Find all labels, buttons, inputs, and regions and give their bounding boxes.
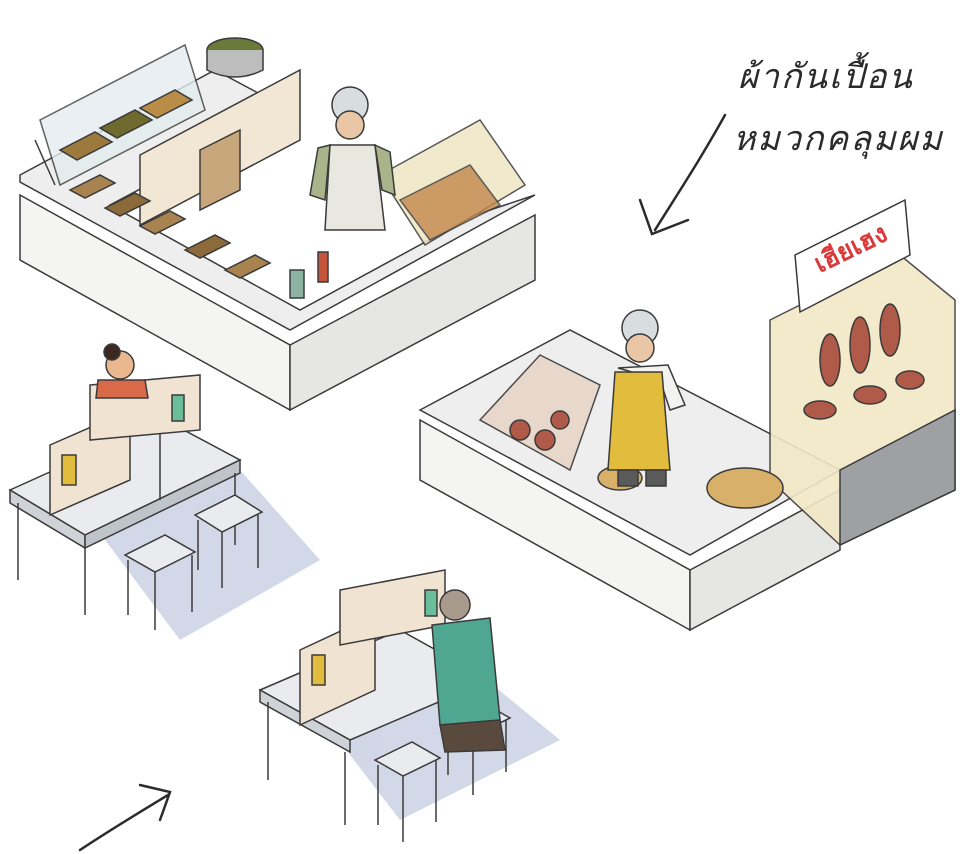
cutting-board	[706, 467, 784, 509]
stool-1a	[123, 534, 197, 573]
meat-vendor	[607, 309, 687, 487]
stool-1b	[193, 494, 264, 533]
meat-vendor-apron	[607, 371, 671, 471]
diner-man	[431, 589, 506, 753]
meat-stall-sign	[794, 198, 911, 314]
diner-man-shirt	[431, 617, 501, 726]
meat-counter-right	[689, 488, 841, 632]
stool-2a	[373, 741, 442, 777]
pointer-arrows	[78, 113, 727, 852]
arrow-bottom-left	[78, 783, 172, 852]
dining-table-2	[258, 569, 512, 842]
meat-small-display	[478, 354, 601, 472]
buffet-front-trays	[68, 174, 272, 279]
buffet-vendor	[309, 86, 396, 231]
vendor-apron	[324, 144, 386, 231]
annotation-apron: ผ้ากันเปื้อน	[738, 57, 914, 97]
buffet-food-trays	[58, 89, 194, 161]
arrow-to-meat-vendor	[638, 113, 727, 236]
buffet-counter-right	[289, 213, 536, 412]
annotation-hair-cap: หมวกคลุมผม	[733, 119, 944, 159]
hanging-roast-meats	[803, 303, 925, 420]
dining-table-1	[8, 374, 264, 630]
buffet-stall	[19, 37, 536, 412]
diner-woman	[95, 343, 149, 399]
